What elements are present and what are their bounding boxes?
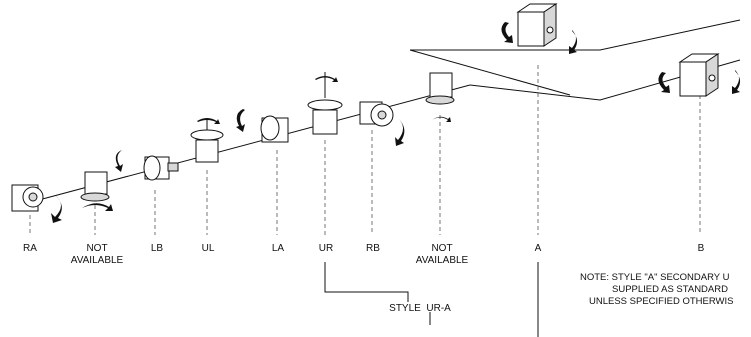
unit-ur	[307, 72, 343, 135]
rotation-arrow-icon	[732, 70, 741, 94]
rotation-arrow-icon	[569, 30, 578, 54]
style-leader	[324, 262, 409, 302]
unit-na1	[80, 150, 123, 211]
rotation-arrow-icon	[51, 195, 62, 223]
label-na2-line1: NOT	[431, 243, 452, 254]
unit-b	[658, 53, 741, 97]
rotation-arrow-icon	[658, 72, 670, 93]
label-rb: RB	[366, 243, 380, 254]
label-na2-line2: AVAILABLE	[416, 255, 469, 266]
secondary-plane-outline	[410, 19, 741, 51]
label-na1-line2: AVAILABLE	[71, 255, 124, 266]
label-b: B	[698, 243, 705, 254]
label-ra: RA	[23, 243, 37, 254]
rotation-arrow-icon	[236, 109, 245, 132]
rotation-arrow-icon	[395, 118, 405, 146]
unit-na2	[425, 72, 455, 122]
label-a: A	[535, 243, 542, 254]
note-line-3: UNLESS SPECIFIED OTHERWIS	[589, 296, 733, 307]
unit-la	[236, 109, 289, 143]
label-ur: UR	[319, 243, 333, 254]
secondary-plane-edge	[409, 49, 571, 96]
rotation-arrow-icon	[315, 76, 338, 82]
rotation-arrow-icon	[82, 203, 113, 211]
unit-ul	[190, 118, 224, 163]
label-ul: UL	[202, 243, 215, 254]
style-label: STYLE UR-A	[389, 303, 451, 314]
rotation-arrow-icon	[501, 22, 513, 43]
unit-rb	[359, 101, 405, 146]
unit-lb	[143, 155, 179, 181]
unit-ra	[11, 184, 62, 223]
note-line-1: NOTE: STYLE "A" SECONDARY U	[580, 272, 730, 283]
label-na1-line1: NOT	[86, 243, 107, 254]
rotation-arrow-icon	[115, 150, 123, 172]
label-lb: LB	[151, 243, 164, 254]
note-line-2: SUPPLIED AS STANDARD	[612, 284, 728, 295]
rotation-arrow-icon	[432, 116, 451, 122]
unit-a	[501, 3, 578, 54]
label-la: LA	[272, 243, 285, 254]
rotation-arrow-icon	[197, 118, 220, 124]
